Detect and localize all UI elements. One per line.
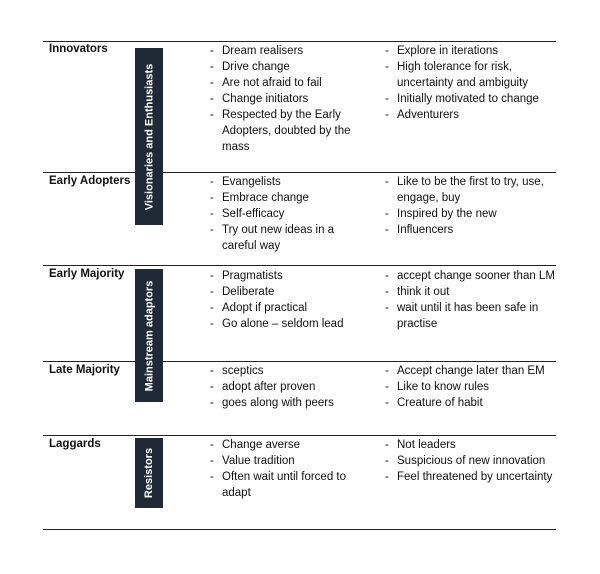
row-divider [43, 435, 556, 436]
list-item: Suspicious of new innovation [385, 453, 555, 469]
list-item: Explore in iterations [385, 43, 555, 59]
list-item: Pragmatists [210, 268, 370, 284]
list-item: Change initiators [210, 91, 370, 107]
list-item: Deliberate [210, 284, 370, 300]
traits-list: Pragmatists Deliberate Adopt if practica… [210, 268, 370, 332]
traits-list: Like to be the first to try, use, engage… [385, 174, 555, 238]
traits-list: Accept change later than EM Like to know… [385, 363, 555, 411]
row-divider [43, 172, 556, 173]
list-item: Like to be the first to try, use, engage… [385, 174, 555, 206]
list-item: Feel threatened by uncertainty [385, 469, 555, 485]
list-item: Are not afraid to fail [210, 75, 370, 91]
list-item: goes along with peers [210, 395, 370, 411]
list-item: Change averse [210, 437, 370, 453]
traits-list: Change averse Value tradition Often wait… [210, 437, 370, 501]
band-resistors: Resistors [135, 438, 163, 508]
list-item: sceptics [210, 363, 370, 379]
band-visionaries: Visionaries and Enthusiasts [135, 48, 163, 225]
list-item: Inspired by the new [385, 206, 555, 222]
list-item: Respected by the Early Adopters, doubted… [210, 107, 370, 155]
row-divider [43, 41, 556, 42]
band-label: Mainstream adaptors [143, 280, 155, 391]
list-item: Initially motivated to change [385, 91, 555, 107]
band-label: Visionaries and Enthusiasts [143, 63, 156, 210]
list-item: Accept change later than EM [385, 363, 555, 379]
list-item: Like to know rules [385, 379, 555, 395]
traits-list: Not leaders Suspicious of new innovation… [385, 437, 555, 485]
list-item: Self-efficacy [210, 206, 370, 222]
list-item: Try out new ideas in a careful way [210, 222, 370, 254]
list-item: Drive change [210, 59, 370, 75]
category-early-majority: Early Majority [49, 268, 125, 280]
category-laggards: Laggards [49, 438, 101, 450]
list-item: Often wait until forced to adapt [210, 469, 370, 501]
list-item: High tolerance for risk, uncertainty and… [385, 59, 555, 91]
list-item: Evangelists [210, 174, 370, 190]
list-item: Value tradition [210, 453, 370, 469]
list-item: Adopt if practical [210, 300, 370, 316]
list-item: Influencers [385, 222, 555, 238]
category-early-adopters: Early Adopters [49, 175, 131, 187]
list-item: think it out [385, 284, 555, 300]
list-item: Dream realisers [210, 43, 370, 59]
list-item: Embrace change [210, 190, 370, 206]
traits-list: Dream realisers Drive change Are not afr… [210, 43, 370, 155]
list-item: Adventurers [385, 107, 555, 123]
band-mainstream: Mainstream adaptors [135, 269, 163, 402]
category-late-majority: Late Majority [49, 364, 120, 376]
traits-list: Evangelists Embrace change Self-efficacy… [210, 174, 370, 254]
list-item: wait until it has been safe in practise [385, 300, 555, 332]
traits-list: sceptics adopt after proven goes along w… [210, 363, 370, 411]
list-item: adopt after proven [210, 379, 370, 395]
row-divider [43, 529, 556, 530]
traits-list: accept change sooner than LM think it ou… [385, 268, 555, 332]
band-label: Resistors [143, 447, 156, 499]
row-divider [43, 361, 556, 362]
list-item: Go alone – seldom lead [210, 316, 370, 332]
list-item: accept change sooner than LM [385, 268, 555, 284]
list-item: Not leaders [385, 437, 555, 453]
row-divider [43, 265, 556, 266]
list-item: Creature of habit [385, 395, 555, 411]
category-innovators: Innovators [49, 43, 108, 55]
traits-list: Explore in iterations High tolerance for… [385, 43, 555, 123]
